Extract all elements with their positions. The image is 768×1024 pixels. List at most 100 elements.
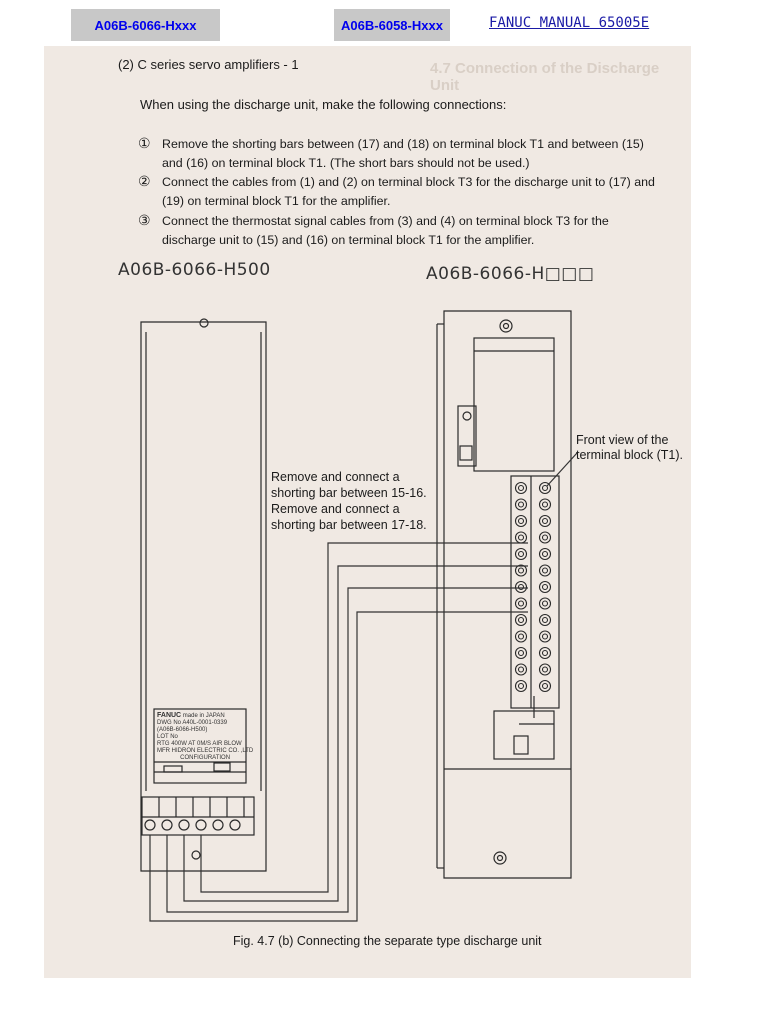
step-number: ② (138, 173, 151, 189)
terminal-block-t3 (141, 796, 255, 836)
terminal-screw (538, 679, 552, 693)
terminal-screw (538, 630, 552, 643)
terminal-screw-head (541, 550, 549, 558)
step-text: Remove the shorting bars between (17) an… (162, 137, 644, 151)
terminal-screw-head (541, 600, 549, 607)
section-title: (2) C series servo amplifiers - 1 (118, 57, 299, 72)
nameplate (153, 708, 247, 784)
terminal-screw (538, 564, 552, 577)
terminal-screw-head (517, 666, 525, 673)
terminal-screw-head (541, 616, 549, 624)
terminal-screw (514, 498, 528, 511)
step-text: Connect the cables from (1) and (2) on t… (162, 175, 655, 189)
tab-a06b-6066[interactable]: A06B-6066-Hxxx (71, 9, 220, 41)
terminal-screw-head (517, 616, 525, 624)
wiring-diagram (140, 310, 578, 922)
discharge-unit-body (140, 321, 267, 872)
intro-text: When using the discharge unit, make the … (140, 97, 507, 112)
terminal-screw (538, 597, 552, 610)
terminal-screw (514, 630, 528, 643)
terminal-screw-head (541, 649, 549, 657)
nameplate-line: DWG No A40L-0001-0339 (157, 720, 228, 726)
terminal-screw (538, 613, 552, 627)
step-text: discharge unit to (15) and (16) on termi… (162, 233, 535, 247)
terminal-screw-head (517, 484, 525, 492)
terminal-block-t1 (510, 475, 560, 709)
mount-hole (499, 319, 513, 333)
terminal-screw (538, 498, 552, 511)
terminal-screw-head (541, 534, 549, 541)
step-text: (19) on terminal block T1 for the amplif… (162, 194, 391, 208)
mount-hole (191, 850, 201, 860)
terminal-screw-head (541, 583, 549, 591)
step-text: and (16) on terminal block T1. (The shor… (162, 156, 530, 170)
terminal-screw (514, 547, 528, 561)
terminal-screw (538, 663, 552, 676)
terminal-screw (514, 564, 528, 577)
terminal-screw-head (541, 633, 549, 640)
left-unit-label: A06B-6066-H500 (118, 260, 271, 280)
nameplate-line: (A06B-6066-H500) (157, 727, 208, 733)
figure-caption: Fig. 4.7 (b) Connecting the separate typ… (233, 934, 542, 948)
terminal-screw-head (517, 517, 525, 525)
terminal-screw (514, 613, 528, 627)
annotation-line: shorting bar between 17-18. (271, 518, 427, 532)
terminal-screw (538, 547, 552, 561)
terminal-screw-head (517, 600, 525, 607)
terminal-screw (514, 531, 528, 544)
manual-link[interactable]: FANUC MANUAL 65005E (489, 15, 650, 31)
shorting-bar-annotation: Remove and connect a shorting bar betwee… (271, 469, 427, 533)
nameplate-config: CONFIGURATION (180, 755, 231, 761)
terminal-screw-head (517, 583, 525, 591)
terminal-screw (538, 580, 552, 594)
terminal-screw (514, 663, 528, 676)
step-number: ① (138, 135, 151, 151)
step-text: Connect the thermostat signal cables fro… (162, 214, 609, 228)
terminal-screw-head (517, 649, 525, 657)
front-view-line: Front view of the (576, 433, 669, 447)
nameplate-line: LOT No (157, 734, 178, 740)
mount-hole (493, 851, 507, 865)
annotation-line: shorting bar between 15-16. (271, 486, 427, 500)
nameplate-made: made in JAPAN (182, 713, 225, 719)
wires (149, 452, 578, 922)
terminal-screw-head (541, 682, 549, 690)
terminal-screw-head (517, 550, 525, 558)
annotation-line: Remove and connect a (271, 470, 400, 484)
servo-amplifier-body (443, 310, 572, 879)
terminal-screw (514, 580, 528, 594)
terminal-screw-head (541, 484, 549, 492)
step-number: ③ (138, 212, 151, 228)
nameplate-line: RTG 400W AT 0M/S AIR BLOW (157, 741, 242, 747)
nameplate-brand: FANUC (157, 712, 182, 719)
front-view-label: Front view of the terminal block (T1). (576, 433, 683, 463)
nameplate-line: MFR HIDRON ELECTRIC CO. ,LTD (157, 748, 254, 754)
right-unit-label: A06B-6066-H□□□ (426, 264, 595, 284)
terminal-screw (538, 646, 552, 660)
mount-hole (199, 318, 209, 328)
front-view-line: terminal block (T1). (576, 448, 683, 462)
terminal-screw (514, 597, 528, 610)
tab-a06b-6058[interactable]: A06B-6058-Hxxx (334, 9, 450, 41)
terminal-screw-head (541, 567, 549, 574)
terminal-screw-head (517, 501, 525, 508)
terminal-screw-head (541, 666, 549, 673)
nameplate-text: FANUC made in JAPAN DWG No A40L-0001-033… (157, 712, 253, 762)
terminal-screw (538, 514, 552, 528)
terminal-screw (514, 646, 528, 660)
bleed-through-heading: 4.7 Connection of the Discharge Unit (430, 60, 660, 94)
terminal-screw-head (541, 517, 549, 525)
terminal-screw (514, 679, 528, 693)
terminal-screw-head (517, 633, 525, 640)
terminal-screw (538, 481, 552, 495)
terminal-screw-head (541, 501, 549, 508)
fan-cover (473, 337, 555, 472)
terminal-screw-head (517, 567, 525, 574)
terminal-screw (538, 531, 552, 544)
terminal-screw-head (517, 534, 525, 541)
terminal-screw-head (517, 682, 525, 690)
annotation-line: Remove and connect a (271, 502, 400, 516)
scanned-manual-page: 4.7 Connection of the Discharge Unit (2)… (44, 46, 691, 978)
terminal-screw (514, 514, 528, 528)
terminal-screw (514, 481, 528, 495)
